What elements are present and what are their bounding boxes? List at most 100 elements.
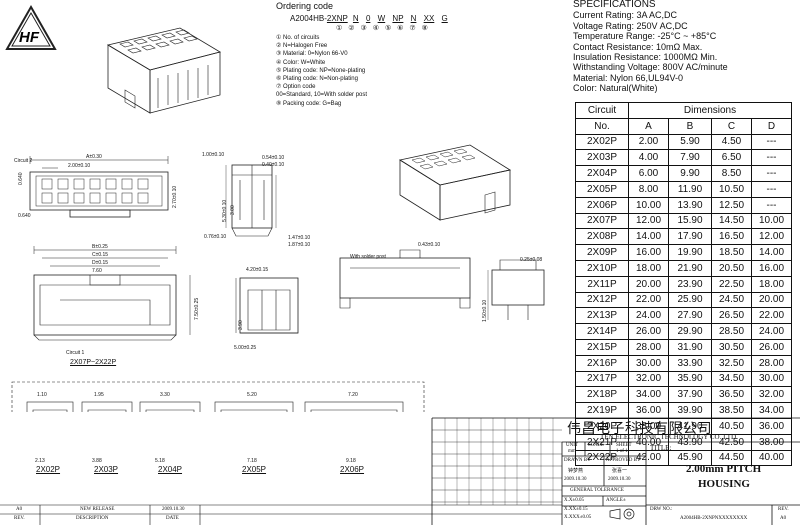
variant-label: 2X02P <box>36 465 61 474</box>
code-part: W <box>377 14 386 23</box>
ordering-code-string: A2004HB-2XNP N 0 W NP N XX G <box>290 14 448 23</box>
hf-logo: HF <box>5 4 57 50</box>
dim-a: A±0.30 <box>86 154 102 160</box>
drawn-date: 2009.10.30 <box>564 477 587 482</box>
rev-row-desc: NEW RELEASE <box>80 507 115 512</box>
tolerance-3: X.XXX±0.05 <box>564 515 592 520</box>
rev-label: REV. <box>778 507 789 512</box>
scale-label: SCALE <box>588 443 604 448</box>
dim-b: B±0.25 <box>92 244 108 250</box>
circled-numbers: ① ② ③ ④ ⑤ ⑥ ⑦ ⑧ <box>336 24 430 32</box>
dim-d2: 0.54±0.10 <box>262 155 285 161</box>
spec-line: Insulation Resistance: 1000MΩ Min. <box>573 52 718 63</box>
circled-number: ④ <box>372 25 381 32</box>
sheet-label: SHEET <box>616 443 632 448</box>
top-view <box>29 156 169 218</box>
approved-by-label: APPROVED BY <box>606 458 641 463</box>
dim-d4: 0.76±0.10 <box>204 234 227 240</box>
tolerance-2: X.XX±0.15 <box>564 507 588 512</box>
variant-bottom: 5.18 <box>155 458 165 464</box>
legend-line: ② N=Halogen Free <box>276 43 328 50</box>
tolerance-label: GENERAL TOLERANCE <box>570 488 624 493</box>
rev-row-date: 2009.10.30 <box>162 507 185 512</box>
dim-mid-s: 5.00±0.25 <box>234 345 257 351</box>
code-part: N <box>410 14 417 23</box>
specifications: SPECIFICATIONS Current Rating: 3A AC,DC … <box>573 0 728 94</box>
angle-label: ANGLE± <box>606 498 626 503</box>
range-label: 2X07P~2X22P <box>70 359 117 366</box>
legend-line: ④ Color: W=White <box>276 59 326 66</box>
spec-line: Withstanding Voltage: 800V AC/minute <box>573 62 728 73</box>
dim-post-a: 0.43±0.10 <box>418 242 441 248</box>
variant-top: 5.20 <box>247 392 257 398</box>
side-view <box>225 164 277 237</box>
hf-logo-letters: HF <box>19 29 40 46</box>
legend-line: 00=Standard, 10=With solder post <box>276 92 368 99</box>
isometric-view-small <box>398 144 512 221</box>
spec-title: SPECIFICATIONS <box>573 0 656 10</box>
circuit-cell: 2X22P <box>575 449 629 467</box>
circuit-2-label: Circuit 2 <box>14 158 33 164</box>
sheet-value: 1 of 1 <box>616 449 628 454</box>
front-view <box>33 246 191 341</box>
legend-line: ⑦ Option code <box>276 84 316 91</box>
spec-line: Voltage Rating: 250V AC,DC <box>573 20 688 31</box>
connector-drawings <box>11 27 545 412</box>
code-part: NP <box>392 14 404 23</box>
variant-bottom: 9.18 <box>346 458 356 464</box>
company-name-en: TEN ELECTRONIC TECHNOLOGY CO.,LTD <box>600 433 737 441</box>
variant-label: 2X06P <box>340 465 365 474</box>
solder-post-view <box>339 249 471 309</box>
spec-line: Color: Natural(White) <box>573 83 658 94</box>
spec-line: Contact Resistance: 10mΩ Max. <box>573 41 703 52</box>
ordering-code-title: Ordering code <box>276 1 334 11</box>
variant-top: 1.10 <box>37 392 47 398</box>
spec-line: Material: Nylon 66,UL94V-0 <box>573 72 684 83</box>
legend-line: ③ Material: 0=Nylon 66-V0 <box>276 51 348 58</box>
dim-d5: 1.47±0.10 <box>288 235 311 241</box>
code-part: 0 <box>365 14 371 23</box>
mid-view <box>235 277 299 334</box>
variant-label: 2X03P <box>94 465 119 474</box>
variant-label: 2X05P <box>242 465 267 474</box>
code-part: XX <box>423 14 435 23</box>
dim-post-b: 0.25±0.08 <box>520 257 543 263</box>
code-part: N <box>352 14 359 23</box>
ordering-legend: ① No. of circuits ② N=Halogen Free ③ Mat… <box>276 34 367 108</box>
drawing-number: A2004HB-2XNPNXXXXXXXX <box>680 516 748 521</box>
title-label: TITLE: <box>650 444 672 452</box>
tolerance-1: X.X±0.05 <box>564 498 584 503</box>
variant-top: 1.95 <box>94 392 104 398</box>
circuit-1-label: Circuit 1 <box>66 350 85 356</box>
circled-number: ① <box>336 25 345 32</box>
title-line1: 2.00mm PITCH <box>686 463 762 475</box>
approved-date: 2009.10.30 <box>608 477 631 482</box>
dim-d3: 0.40±0.10 <box>262 162 285 168</box>
unit-value: mm <box>568 449 576 454</box>
date-col-header: DATE <box>166 516 179 521</box>
dim-d1: 1.00±0.10 <box>202 152 225 158</box>
dim-front-w: 7.60 <box>92 268 102 274</box>
dim-d: D±0.15 <box>92 260 109 266</box>
legend-line: ⑥ Plating code: N=Non-plating <box>276 76 358 83</box>
drawn-by-name: 钟梦燕 <box>568 468 584 474</box>
dim-pitch: 2.00±0.10 <box>68 163 91 169</box>
approved-by-name: 张喜一 <box>612 468 628 474</box>
dim-h2: 0.640 <box>18 213 31 219</box>
dim-mid-w: 4.20±0.15 <box>246 267 269 273</box>
variant-top: 7.20 <box>348 392 358 398</box>
circled-number: ⑥ <box>397 25 406 32</box>
projection-icon <box>609 508 635 520</box>
code-part: G <box>441 14 448 23</box>
unit-label: UNIT <box>566 443 578 448</box>
drawing-number-label: DRW NO.: <box>650 507 673 512</box>
small-variants <box>26 401 404 412</box>
